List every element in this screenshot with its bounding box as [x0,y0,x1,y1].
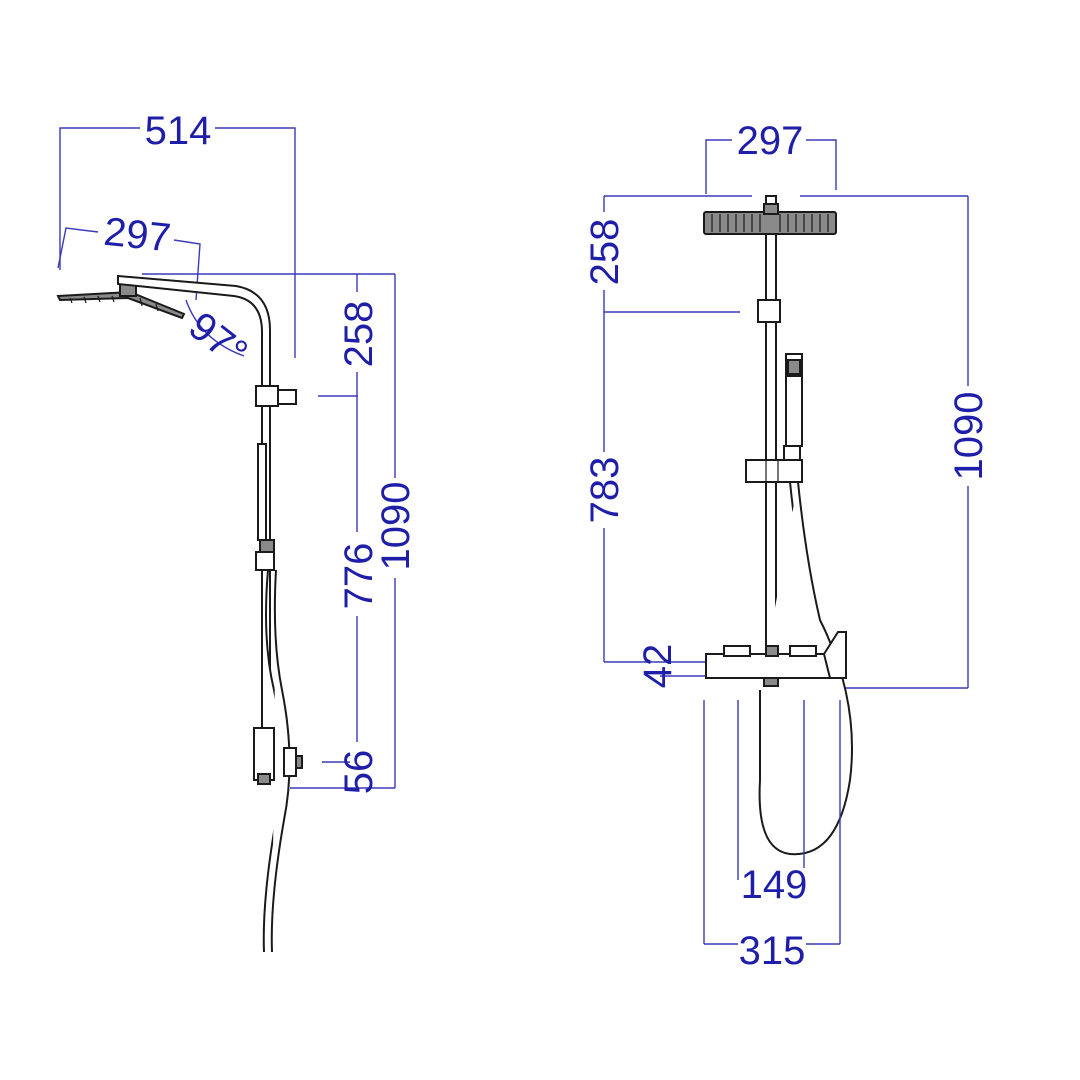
dim-bottom-offset: 56 [337,750,381,795]
dim-bar-height-front: 783 [583,457,627,524]
dim-head-width-front: 297 [737,119,804,163]
dim-total-height-front: 1090 [947,392,991,481]
dim-297-side-lines [57,227,201,301]
front-valve [705,631,847,687]
shower-head-nozzles [711,214,829,232]
dim-angle-arc [185,299,245,357]
side-slider-rail [257,443,267,541]
dim-head-width-side: 297 [102,210,173,261]
dim-total-height-side: 1090 [374,482,418,571]
dim-arm-height: 258 [337,301,381,368]
dim-bar-height-side: 776 [337,543,381,610]
dim-valve-height: 42 [636,644,680,689]
front-shower-head [703,195,837,235]
front-slider [745,459,803,483]
front-riser-bar [765,233,777,655]
dim-valve-depth: 149 [741,863,808,907]
front-upper-holder [757,299,781,323]
dim-514-lines [59,127,296,358]
front-hand-shower [783,353,803,463]
dim-width-total: 514 [145,109,212,153]
side-slider [255,539,275,571]
front-reference-lines [604,195,968,689]
dim-297-front-lines [705,139,837,194]
side-valve [253,727,303,785]
side-vertical-dim-lines [142,273,396,789]
side-upper-holder [255,385,297,407]
side-view: 514 297 97° [56,109,418,953]
dim-valve-width: 315 [739,929,806,973]
front-bottom-dim-lines [703,700,841,945]
dim-head-to-holder: 258 [583,219,627,286]
front-view: 297 258 783 42 1090 [583,119,991,973]
